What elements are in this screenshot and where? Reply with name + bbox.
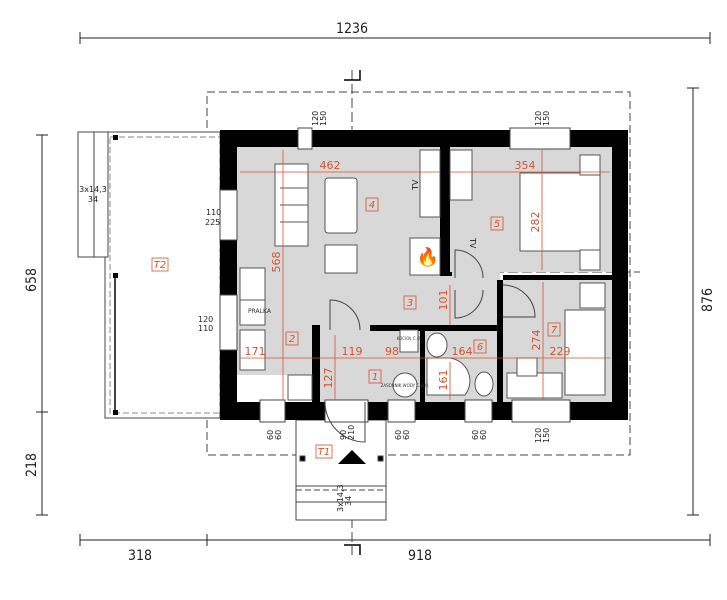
terrace-t1-label: T1 (318, 447, 330, 458)
dim-bottom-left: 318 (128, 548, 152, 564)
dim-462: 462 (320, 159, 341, 172)
stairs-left-label: 3x14,3 (79, 185, 107, 194)
dim-bottom-right: 918 (408, 548, 432, 564)
dim-568: 568 (270, 252, 283, 273)
tv-label-1: TV (411, 179, 420, 191)
terrace-t2 (77, 131, 221, 419)
window-bottom-3-b: 60 (479, 430, 488, 440)
tv-label-2: TV (468, 237, 477, 249)
tank-label: ZASOBNIK WODY C.W.U. (381, 383, 430, 388)
door-swing-7 (502, 284, 536, 318)
terrace-t2-label: T2 (154, 260, 166, 271)
dim-282: 282 (529, 212, 542, 233)
stairs-front-label-2: 34 (344, 496, 353, 506)
dim-101: 101 (437, 290, 450, 311)
overall-dimensions (36, 32, 711, 546)
armchair (324, 244, 358, 274)
desk (506, 372, 563, 399)
bed (519, 172, 601, 252)
room-5-label: 5 (494, 219, 500, 230)
door-swing-5 (454, 249, 484, 279)
washbasin (426, 332, 448, 358)
room-4-label: 4 (369, 200, 375, 211)
dim-top: 1236 (336, 21, 368, 37)
water-tank (392, 372, 418, 398)
dim-171: 171 (245, 345, 266, 358)
room-6-label: 6 (477, 342, 483, 353)
entrance-door-swing (324, 401, 366, 443)
windows (219, 127, 571, 423)
stairs-front-label: 3x14,3 (336, 484, 345, 512)
dim-161: 161 (437, 370, 450, 391)
window-top-left-sill: 150 (319, 111, 328, 126)
boiler-label: KOCIOŁ C.O. (397, 336, 422, 341)
window-bottom-1-b: 60 (274, 430, 283, 440)
dim-354: 354 (515, 159, 536, 172)
window-bottom-3-a: 60 (471, 430, 480, 440)
washer-label: PRALKA (248, 308, 272, 315)
room-3-label: 3 (407, 298, 413, 309)
washer (239, 299, 266, 326)
wardrobe-bedroom (449, 149, 473, 201)
dim-98: 98 (385, 345, 399, 358)
stairs-left-label-2: 34 (88, 195, 98, 204)
terrace-door-height: 225 (205, 218, 220, 227)
window-top-left-height: 120 (311, 111, 320, 126)
door-swing-6 (454, 289, 484, 319)
window-top-right-sill: 150 (542, 111, 551, 126)
shower (426, 357, 471, 396)
dim-119: 119 (342, 345, 363, 358)
kitchen-window-height: 110 (198, 324, 213, 333)
furniture (239, 149, 606, 401)
entrance-arrow-icon (338, 450, 366, 464)
roof-outline (206, 91, 631, 456)
room-label-boxes (151, 197, 561, 459)
terrace-t1 (295, 419, 387, 521)
fireplace (409, 237, 441, 276)
section-marker-top (344, 70, 361, 81)
window-bottom-4-a: 120 (534, 428, 543, 443)
window-bottom-4-b: 150 (542, 428, 551, 443)
dim-right: 876 (700, 288, 716, 312)
window-bottom-1-a: 60 (266, 430, 275, 440)
room-2-label: 2 (289, 334, 295, 345)
room-7-label: 7 (551, 325, 558, 336)
entrance-door-width: 90 (339, 430, 348, 440)
dim-127: 127 (322, 368, 335, 389)
dim-164: 164 (452, 345, 473, 358)
kitchen-window-width: 120 (198, 315, 213, 324)
terrace-door-width: 110 (206, 208, 221, 217)
cabinet-kitchen (239, 267, 266, 301)
section-marker-bottom (344, 544, 361, 555)
window-bottom-2-a: 60 (394, 430, 403, 440)
dim-274: 274 (530, 330, 543, 351)
room-1-label: 1 (372, 372, 378, 383)
dim-229: 229 (550, 345, 571, 358)
dim-left-top: 658 (24, 268, 40, 292)
stove (287, 374, 313, 401)
chair (516, 357, 538, 377)
interior-dimensions (240, 150, 610, 400)
toilet (474, 371, 494, 397)
door-swing-1 (329, 299, 361, 331)
window-top-right-height: 120 (534, 111, 543, 126)
coffee-table (324, 177, 358, 234)
fire-icon: 🔥 (417, 246, 439, 268)
boiler (399, 329, 419, 353)
dim-left-bottom: 218 (24, 453, 40, 477)
sink-kitchen (239, 329, 266, 371)
wardrobe-room-7 (579, 282, 606, 309)
tv-cabinet (419, 149, 441, 218)
window-bottom-2-b: 60 (402, 430, 411, 440)
entrance-door-height: 210 (347, 425, 356, 440)
single-bed (564, 309, 606, 396)
